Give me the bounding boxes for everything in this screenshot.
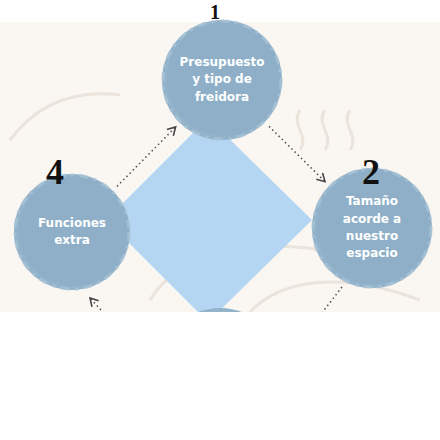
brush-circle — [14, 174, 130, 290]
dotted-arrow — [269, 126, 325, 181]
blank-area — [0, 312, 440, 440]
dotted-arrow — [117, 127, 176, 186]
node-label: Funciones extra — [29, 215, 116, 250]
node-label: Presupuesto y tipo de freidora — [177, 54, 267, 106]
callout-number: 1 — [210, 2, 220, 22]
center-diamond — [106, 118, 312, 322]
circle-node: Presupuesto y tipo de freidora — [162, 20, 282, 140]
callout-number: 2 — [362, 154, 380, 190]
node-label: Tamaño acorde a nuestro espacio — [327, 193, 417, 263]
circle-node: Funciones extra — [14, 174, 130, 290]
callout-number: 4 — [46, 154, 64, 190]
